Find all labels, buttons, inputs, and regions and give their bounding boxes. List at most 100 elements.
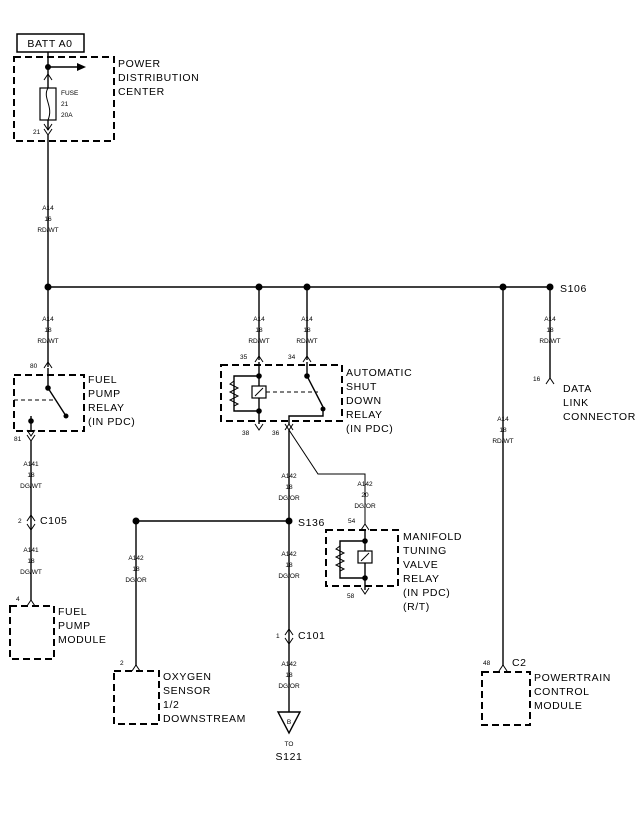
- mtv-label-5: (IN PDC): [403, 587, 450, 599]
- o2-connector: [131, 664, 141, 672]
- main-wire-color: RD/WT: [37, 227, 58, 234]
- dlc-wire-color: RD/WT: [539, 338, 560, 345]
- fp-relay-pin-out: 81: [14, 436, 22, 443]
- c105-connector: [26, 514, 36, 531]
- fuse-text-3: 20A: [61, 112, 73, 119]
- c101-connector: [284, 628, 294, 645]
- mtv-label-6: (R/T): [403, 601, 430, 613]
- fp-relay-pin-in-connector: [43, 361, 53, 369]
- pcm-wire-gauge: 18: [499, 427, 507, 434]
- dlc-label-2: LINK: [563, 397, 589, 409]
- asd-pin-c: 38: [242, 430, 250, 437]
- asd-pin-b-connector: [302, 355, 312, 363]
- main-wire-gauge: 16: [44, 216, 52, 223]
- asd-wire-a-color: RD/WT: [248, 338, 269, 345]
- dlc-connector: [545, 377, 555, 385]
- fp-module-label-1: FUEL: [58, 606, 87, 618]
- mtv-feed-wire: [288, 429, 366, 524]
- fuel-pump-module-box: [9, 605, 55, 660]
- mtv-in-circuit: A142: [357, 481, 373, 488]
- asd-out-gauge: 18: [285, 484, 293, 491]
- branch-fp-circuit: A14: [42, 316, 54, 323]
- pcm-wire-color: RD/WT: [492, 438, 513, 445]
- pdc-label-3: CENTER: [118, 86, 165, 98]
- dlc-label-3: CONNECTOR: [563, 411, 636, 423]
- fp-wire1-circuit: A141: [23, 461, 39, 468]
- main-wire-circuit: A14: [42, 205, 54, 212]
- mtv-label-4: RELAY: [403, 573, 440, 585]
- fp-relay-contact: [63, 413, 69, 419]
- c101-pin: 1: [276, 633, 280, 640]
- branch-fp-gauge: 18: [44, 327, 52, 334]
- oxygen-sensor-box: [113, 670, 160, 725]
- asd-pin-d: 36: [272, 430, 280, 437]
- asd-relay-switch-out: [288, 409, 324, 424]
- fp-wire1-gauge: 18: [27, 472, 35, 479]
- asd-label-1: AUTOMATIC: [346, 367, 412, 379]
- battery-box: [16, 33, 85, 53]
- o2-color: DG/OR: [125, 577, 147, 584]
- c101-label: C101: [298, 630, 326, 642]
- fp-wire2-color: DG/WT: [20, 569, 42, 576]
- fuel-pump-relay-box: [13, 374, 85, 432]
- fuse-text-2: 21: [61, 101, 69, 108]
- pcm-connector: [498, 664, 508, 672]
- o2-label-4: DOWNSTREAM: [163, 713, 246, 725]
- asd-label-3: DOWN: [346, 395, 382, 407]
- splice-s136-label: S136: [298, 517, 325, 529]
- mtv-relay-coil-slash: [360, 552, 370, 562]
- mtv-label-3: VALVE: [403, 559, 438, 571]
- asd-relay-switch-arm: [306, 375, 324, 408]
- dlc-label-1: DATA: [563, 383, 592, 395]
- c105-label: C105: [40, 515, 68, 527]
- fp-relay-label-4: (IN PDC): [88, 416, 135, 428]
- asd-wire-a-circuit: A14: [253, 316, 265, 323]
- asd-pin-a-connector: [254, 355, 264, 363]
- asd-label-4: RELAY: [346, 409, 383, 421]
- o2-label-2: SENSOR: [163, 685, 211, 697]
- o2-label-1: OXYGEN: [163, 671, 212, 683]
- pcm-label-2: CONTROL: [534, 686, 590, 698]
- fp-module-label-2: PUMP: [58, 620, 91, 632]
- pdc-pin: 21: [33, 129, 41, 136]
- o2-circuit: A142: [128, 555, 144, 562]
- fp-relay-label-3: RELAY: [88, 402, 125, 414]
- ref-b-target: S121: [276, 751, 303, 763]
- fp-wire2-gauge: 18: [27, 558, 35, 565]
- pdc-label-2: DISTRIBUTION: [118, 72, 199, 84]
- asd-wire-b-circuit: A14: [301, 316, 313, 323]
- asd-label-5: (IN PDC): [346, 423, 393, 435]
- o2-pin: 2: [120, 660, 124, 667]
- splice-s106-label: S106: [560, 283, 587, 295]
- fp-relay-pin-in: 80: [30, 363, 38, 370]
- mtv-label-1: MANIFOLD: [403, 531, 462, 543]
- mtv-relay-box: [325, 529, 399, 587]
- fuse-text-1: FUSE: [61, 90, 79, 97]
- asd-wire-b-color: RD/WT: [296, 338, 317, 345]
- dlc-wire-gauge: 18: [546, 327, 554, 334]
- mtv-relay-resistor: [334, 545, 346, 572]
- mtv-pin-out-connector: [360, 587, 370, 595]
- s121-w1-circuit: A142: [281, 551, 297, 558]
- branch-fp-color: RD/WT: [37, 338, 58, 345]
- ref-b-to: TO: [285, 741, 294, 748]
- dlc-wire-circuit: A14: [544, 316, 556, 323]
- asd-wire-a-gauge: 18: [255, 327, 263, 334]
- s121-w2-gauge: 18: [285, 672, 293, 679]
- asd-wire-b-gauge: 18: [303, 327, 311, 334]
- mtv-pin-in-connector: [360, 523, 370, 531]
- s121-w1-color: DG/OR: [278, 573, 300, 580]
- fp-module-connector: [26, 599, 36, 607]
- asd-out-color: DG/OR: [278, 495, 300, 502]
- pcm-wire-circuit: A14: [497, 416, 509, 423]
- mtv-in-gauge: 20: [361, 492, 369, 499]
- fp-module-label-3: MODULE: [58, 634, 107, 646]
- s121-w2-circuit: A142: [281, 661, 297, 668]
- asd-relay-resistor: [228, 380, 240, 407]
- s121-w1-gauge: 18: [285, 562, 293, 569]
- s121-w2-color: DG/OR: [278, 683, 300, 690]
- fp-relay-label-2: PUMP: [88, 388, 121, 400]
- mtv-relay-node-bottom: [362, 575, 368, 581]
- dlc-pin: 16: [533, 376, 541, 383]
